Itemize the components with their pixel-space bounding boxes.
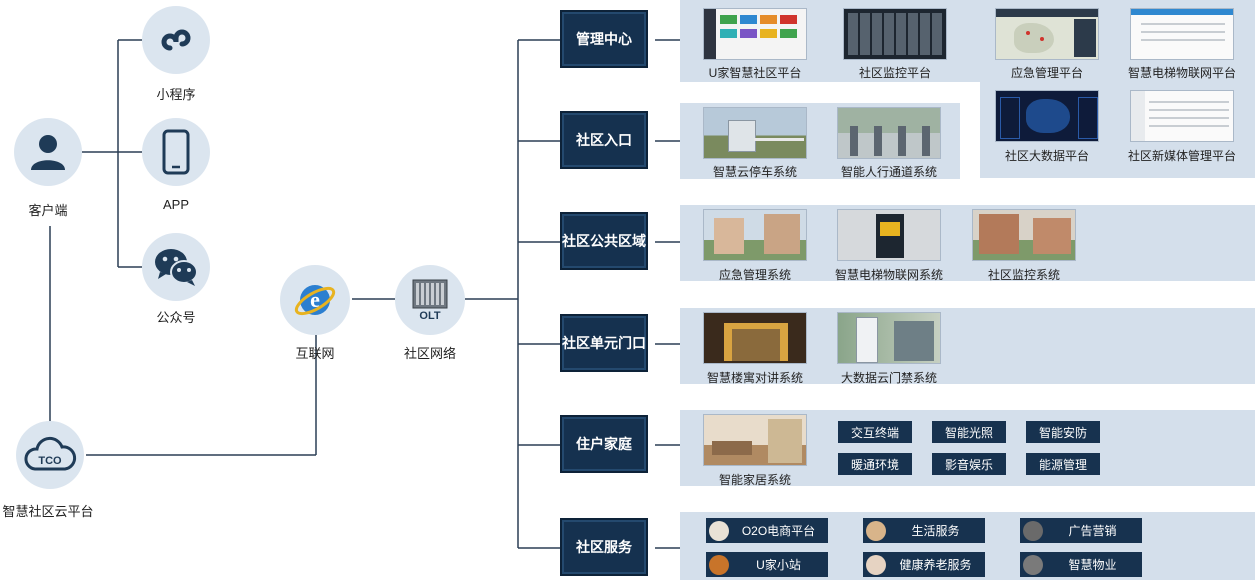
caption-monitor-platform: 社区监控平台: [858, 66, 932, 80]
service-ujia-station[interactable]: U家小站: [706, 552, 828, 577]
tag-entertainment[interactable]: 影音娱乐: [932, 453, 1006, 475]
o2o-icon: [709, 520, 729, 541]
cloud-icon: TCO: [24, 436, 77, 471]
caption-bigdata-platform: 社区大数据平台: [1004, 149, 1090, 163]
thumb-monitor-platform[interactable]: [843, 8, 947, 60]
phone-icon: [162, 129, 190, 175]
thumb-emergency-platform[interactable]: [995, 8, 1099, 60]
thumb-smart-home[interactable]: [703, 414, 807, 466]
caption-public-monitor: 社区监控系统: [987, 268, 1061, 282]
advertising-icon: [1023, 520, 1043, 541]
cloud-platform-label: 智慧社区云平台: [2, 504, 94, 519]
elderly-care-icon: [866, 554, 886, 575]
caption-elevator-platform: 智慧电梯物联网平台: [1127, 66, 1237, 80]
client-label: 客户端: [28, 203, 68, 218]
service-elderly-care[interactable]: 健康养老服务: [863, 552, 985, 577]
caption-intercom: 智慧楼寓对讲系统: [706, 371, 804, 385]
life-service-icon: [866, 520, 886, 541]
thumb-ujia-platform[interactable]: [703, 8, 807, 60]
category-unit-door[interactable]: 社区单元门口: [560, 314, 648, 372]
internet-node: e: [280, 265, 350, 335]
thumb-pedestrian-gate[interactable]: [837, 107, 941, 159]
tag-hvac[interactable]: 暖通环境: [838, 453, 912, 475]
app-node: [142, 118, 210, 186]
caption-smart-home: 智能家居系统: [718, 473, 792, 487]
thumb-public-elevator[interactable]: [837, 209, 941, 261]
thumb-bigdata-platform[interactable]: [995, 90, 1099, 142]
thumb-newmedia-platform[interactable]: [1130, 90, 1234, 142]
service-o2o[interactable]: O2O电商平台: [706, 518, 828, 543]
caption-public-emergency: 应急管理系统: [718, 268, 792, 282]
category-entrance[interactable]: 社区入口: [560, 111, 648, 169]
cloud-badge-text: TCO: [38, 455, 62, 467]
internet-explorer-icon: e: [294, 285, 336, 316]
svg-text:e: e: [310, 287, 320, 312]
service-property[interactable]: 智慧物业: [1020, 552, 1142, 577]
thumb-public-monitor[interactable]: [972, 209, 1076, 261]
thumb-elevator-platform[interactable]: [1130, 8, 1234, 60]
internet-label: 互联网: [295, 346, 335, 361]
category-home[interactable]: 住户家庭: [560, 415, 648, 473]
category-service[interactable]: 社区服务: [560, 518, 648, 576]
mini-program-label: 小程序: [156, 87, 196, 102]
wechat-node: [142, 233, 210, 301]
caption-ujia-platform: U家智慧社区平台: [708, 66, 802, 80]
olt-node: OLT: [395, 265, 465, 335]
property-icon: [1023, 554, 1043, 575]
category-public[interactable]: 社区公共区域: [560, 212, 648, 270]
mini-program-icon: [161, 29, 191, 51]
community-network-label: 社区网络: [403, 346, 457, 361]
thumb-intercom[interactable]: [703, 312, 807, 364]
caption-parking: 智慧云停车系统: [712, 165, 798, 179]
wechat-label: 公众号: [156, 310, 196, 325]
user-icon: [31, 135, 65, 170]
thumb-public-emergency[interactable]: [703, 209, 807, 261]
caption-pedestrian-gate: 智能人行通道系统: [840, 165, 938, 179]
olt-device-icon: [412, 279, 448, 308]
tag-smart-security[interactable]: 智能安防: [1026, 421, 1100, 443]
ujia-station-icon: [709, 554, 729, 575]
tag-smart-lighting[interactable]: 智能光照: [932, 421, 1006, 443]
caption-public-elevator: 智慧电梯物联网系统: [834, 268, 944, 282]
thumb-parking[interactable]: [703, 107, 807, 159]
service-life[interactable]: 生活服务: [863, 518, 985, 543]
mini-program-node: [142, 6, 210, 74]
tag-interactive-terminal[interactable]: 交互终端: [838, 421, 912, 443]
client-node: [14, 118, 82, 186]
app-label: APP: [162, 197, 190, 212]
caption-emergency-platform: 应急管理平台: [1010, 66, 1084, 80]
wechat-icon: [155, 249, 198, 286]
thumb-cloud-access[interactable]: [837, 312, 941, 364]
caption-newmedia-platform: 社区新媒体管理平台: [1127, 149, 1237, 163]
category-mgmt[interactable]: 管理中心: [560, 10, 648, 68]
caption-cloud-access: 大数据云门禁系统: [840, 371, 938, 385]
cloud-platform-node: TCO: [16, 421, 84, 489]
olt-badge: OLT: [419, 309, 441, 322]
tag-energy[interactable]: 能源管理: [1026, 453, 1100, 475]
service-advertising[interactable]: 广告营销: [1020, 518, 1142, 543]
